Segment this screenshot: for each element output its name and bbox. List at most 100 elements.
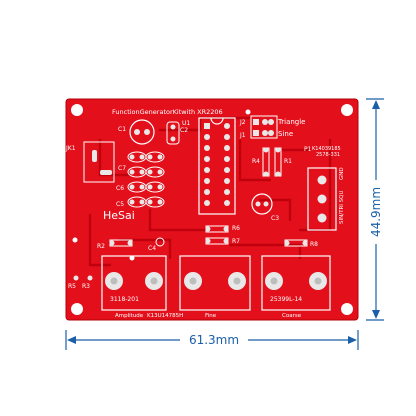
part-code-1: K14039185 <box>312 146 341 152</box>
pad <box>275 147 281 153</box>
label-j1: J1 <box>239 132 246 139</box>
label-r8: R8 <box>310 241 318 248</box>
label-output-gnd: GND <box>339 167 345 180</box>
pad <box>100 170 112 175</box>
ic-pad <box>224 167 230 173</box>
pot-middle-code: K13U14785H <box>147 313 183 319</box>
pot-amplitude-outline <box>101 255 167 311</box>
capacitor-column <box>127 151 165 208</box>
ic-pad <box>204 134 210 140</box>
label-jk1: JK1 <box>65 145 76 152</box>
capacitor-pad <box>129 184 135 190</box>
pad <box>263 171 269 177</box>
ic-pad <box>224 134 230 140</box>
part-code-2: 2578-331 <box>316 152 340 158</box>
ic-pad <box>224 123 230 129</box>
capacitor-pad <box>157 199 163 205</box>
label-u1: U1 <box>182 120 190 127</box>
height-label: 44.9mm <box>369 187 383 237</box>
label-c5: C5 <box>116 201 124 208</box>
capacitor-pad <box>157 169 163 175</box>
label-j2: J2 <box>239 119 246 126</box>
terminal-block-outline <box>307 167 337 231</box>
pad <box>255 201 261 207</box>
label-fine: Fine <box>205 313 217 319</box>
capacitor-pad <box>139 169 145 175</box>
label-c4: C4 <box>148 245 156 252</box>
capacitor-pad <box>129 199 135 205</box>
ic-pad <box>224 178 230 184</box>
ic-pad <box>204 200 210 206</box>
power-jack-outline <box>83 141 115 183</box>
pad <box>144 129 150 135</box>
pad <box>134 129 140 135</box>
pot-coarse-outline <box>261 255 331 311</box>
label-output-sin: SIN/TRI SQU <box>339 191 345 224</box>
potentiometers <box>101 255 331 311</box>
pad <box>170 136 176 142</box>
ic-socket-pads <box>204 123 230 206</box>
label-r7: R7 <box>232 238 240 245</box>
label-r1: R1 <box>284 158 292 165</box>
ic-pad <box>224 145 230 151</box>
ic-pad <box>204 167 210 173</box>
ic-pad <box>204 145 210 151</box>
pcb-board <box>65 98 359 321</box>
capacitor-pad <box>129 154 135 160</box>
label-r3: R3 <box>82 283 90 290</box>
height-dimension <box>366 98 384 321</box>
width-dimension <box>65 330 359 350</box>
label-sine: Sine <box>278 130 293 138</box>
via <box>129 255 135 261</box>
label-r4: R4 <box>252 158 260 165</box>
label-c6: C6 <box>116 185 124 192</box>
pad <box>92 150 97 162</box>
width-label: 61.3mm <box>189 333 239 347</box>
capacitor-pad <box>139 154 145 160</box>
via <box>72 237 78 243</box>
pot-left-code: 3118-201 <box>110 296 139 303</box>
ic-pad <box>204 189 210 195</box>
mounting-holes <box>71 104 353 315</box>
ic-pad <box>204 156 210 162</box>
label-p1: P1 <box>304 146 312 153</box>
capacitor-pad <box>157 154 163 160</box>
label-c1: C1 <box>118 126 126 133</box>
pad <box>263 147 269 153</box>
label-brand: HeSai <box>103 209 135 222</box>
label-r2: R2 <box>97 243 105 250</box>
label-r5: R5 <box>68 283 76 290</box>
pad <box>275 171 281 177</box>
mounting-hole <box>71 104 83 116</box>
pot-right-code: 25399L-14 <box>270 296 302 303</box>
label-c7: C7 <box>118 165 126 172</box>
capacitor-column-pads <box>129 154 163 205</box>
jumper-pads <box>253 119 274 136</box>
capacitor-pad <box>147 184 153 190</box>
capacitor-pad <box>139 184 145 190</box>
resistor-pads <box>73 225 308 281</box>
mounting-hole <box>71 303 83 315</box>
capacitor-pad <box>157 184 163 190</box>
pad <box>170 124 176 130</box>
capacitor-pad <box>147 154 153 160</box>
capacitor-pad <box>139 199 145 205</box>
capacitor-c1-outline <box>129 119 155 145</box>
ic-pad <box>224 156 230 162</box>
capacitor-c3-outline <box>251 193 273 215</box>
label-r6: R6 <box>232 225 240 232</box>
ic-pad <box>224 189 230 195</box>
ic-pad <box>204 123 210 129</box>
ic-pad <box>204 178 210 184</box>
terminal-block-pads <box>317 175 327 223</box>
label-coarse: Coarse <box>282 313 302 319</box>
ic-pad <box>224 200 230 206</box>
ic-socket-outline <box>198 117 236 215</box>
label-triangle: Triangle <box>277 118 306 126</box>
via <box>245 109 251 115</box>
capacitor-pad <box>147 169 153 175</box>
label-c3: C3 <box>271 215 279 222</box>
mounting-hole <box>341 104 353 116</box>
label-c2: C2 <box>180 127 188 134</box>
